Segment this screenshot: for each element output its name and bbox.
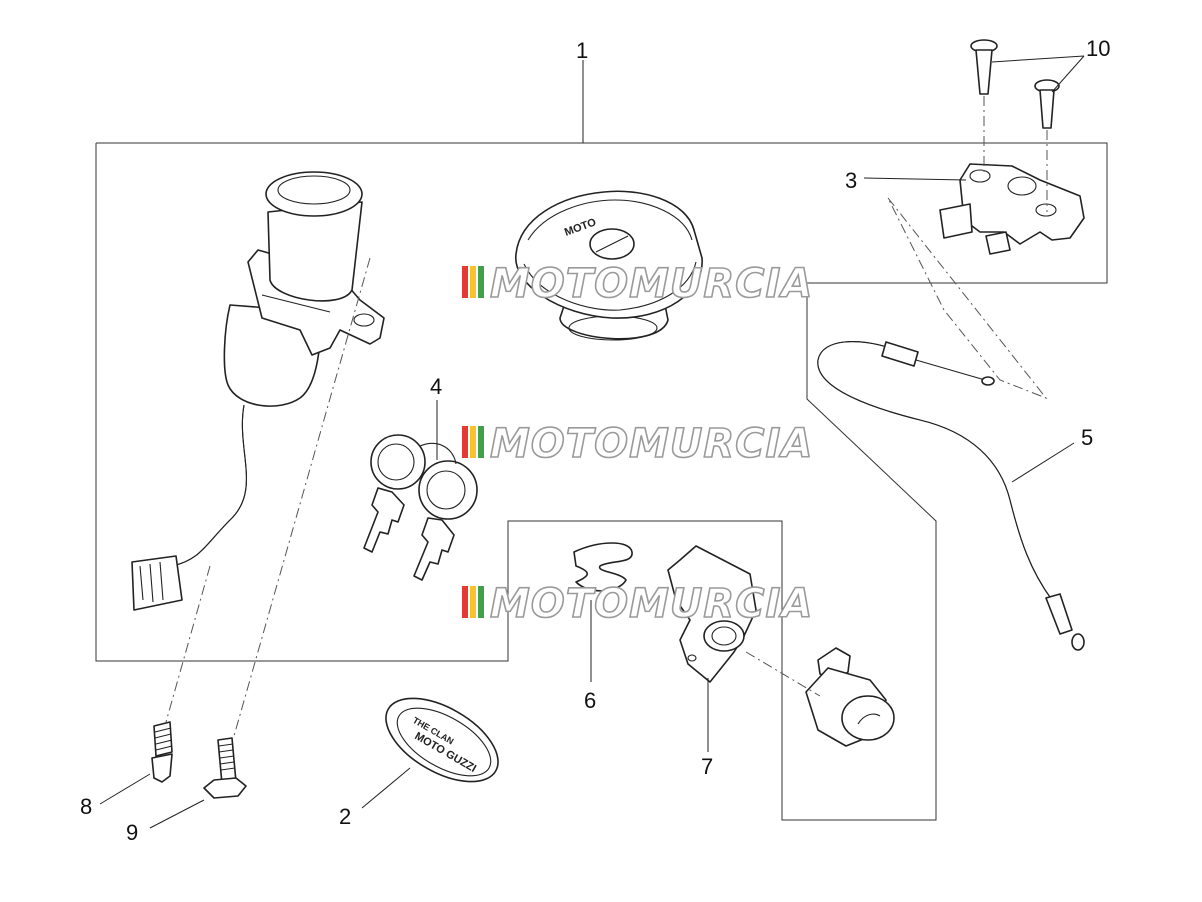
callout-3: 3 — [845, 168, 857, 193]
watermark-stripe-green — [478, 266, 484, 298]
lock-plate — [939, 163, 1085, 255]
watermark-stripe-yellow — [470, 586, 476, 618]
watermark-1: MOTOMURCIA — [462, 260, 813, 308]
release-cable — [817, 341, 1085, 651]
callout-2: 2 — [339, 804, 351, 829]
callout-8: 8 — [80, 794, 92, 819]
keys — [363, 434, 478, 581]
callout-6: 6 — [584, 688, 596, 713]
callout-9: 9 — [126, 820, 138, 845]
watermark-stripe-green — [478, 586, 484, 618]
group-frame-main — [95, 60, 1108, 821]
screws-10 — [970, 39, 1060, 129]
assembly-lines — [165, 96, 1048, 737]
callout-7: 7 — [701, 754, 713, 779]
callout-1: 1 — [576, 38, 588, 63]
watermark-text: MOTOMURCIA — [490, 581, 813, 627]
watermark-text: MOTOMURCIA — [490, 421, 813, 467]
watermark-stripe-red — [462, 586, 468, 618]
bracket — [667, 545, 757, 683]
fastener-8 — [151, 721, 173, 783]
watermark-stripe-yellow — [470, 426, 476, 458]
watermark-stripe-red — [462, 426, 468, 458]
watermark-2: MOTOMURCIA — [462, 420, 813, 468]
watermark-text: MOTOMURCIA — [490, 261, 813, 307]
watermark-stripe-green — [478, 426, 484, 458]
leader-lines — [99, 55, 1085, 829]
callout-5: 5 — [1081, 425, 1093, 450]
watermark-stripe-red — [462, 266, 468, 298]
watermark-stripe-yellow — [470, 266, 476, 298]
callout-10: 10 — [1086, 36, 1110, 61]
badge: THE CLAN MOTO GUZZI — [385, 697, 499, 783]
clip — [573, 542, 633, 592]
fuel-cap: MOTO — [515, 190, 703, 341]
fastener-9 — [203, 737, 247, 799]
watermark-3: MOTOMURCIA — [462, 580, 813, 628]
lock-cylinder — [805, 647, 895, 747]
callout-4: 4 — [430, 374, 442, 399]
ignition-switch — [131, 171, 385, 611]
